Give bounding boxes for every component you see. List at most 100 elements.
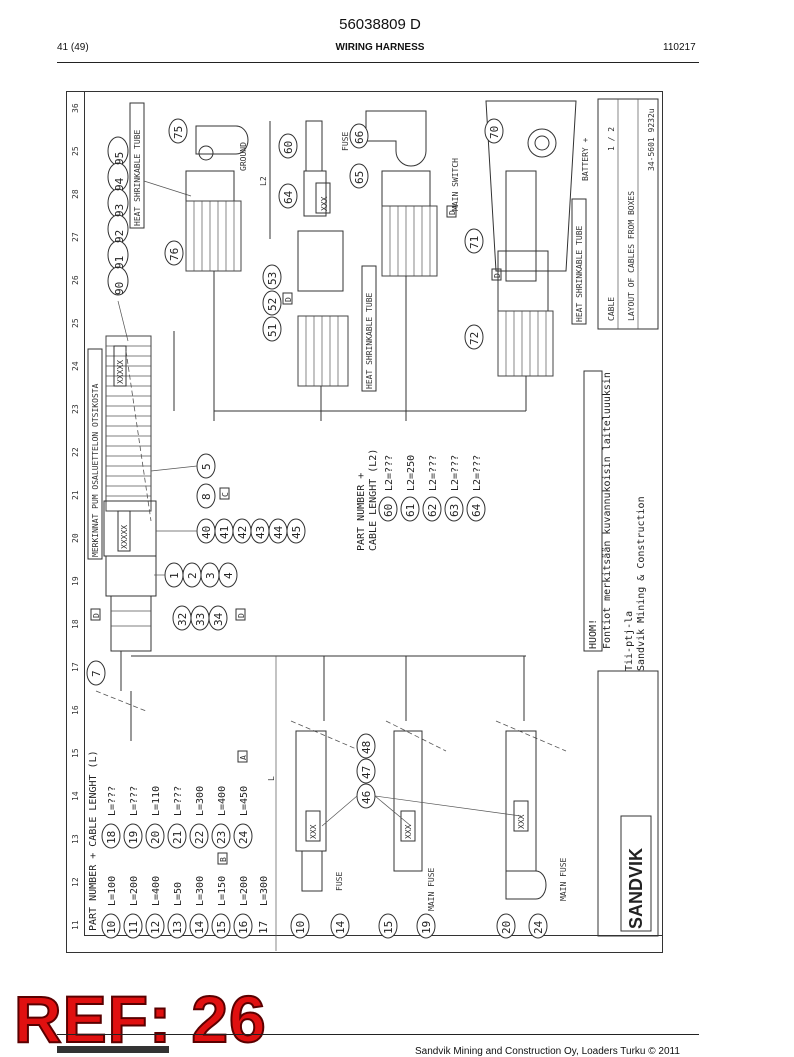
svg-text:L2=250: L2=250 <box>406 455 417 491</box>
svg-text:20: 20 <box>149 831 162 844</box>
svg-text:70: 70 <box>488 126 501 139</box>
svg-text:41: 41 <box>218 526 231 539</box>
callouts-90-95: 90 91 92 93 94 95 <box>107 136 129 342</box>
svg-text:D: D <box>92 613 101 618</box>
svg-text:MAIN FUSE: MAIN FUSE <box>427 867 436 911</box>
svg-text:L=300: L=300 <box>195 876 206 906</box>
svg-text:34-5601 9232u: 34-5601 9232u <box>647 108 656 171</box>
svg-text:L2=???: L2=??? <box>428 455 439 491</box>
svg-text:13: 13 <box>171 921 184 934</box>
battery-terminal: 70 BATTERY + 71 D 72 HEAT SHRINKABLE TUB… <box>464 100 590 411</box>
svg-text:43: 43 <box>254 526 267 539</box>
svg-text:L=???: L=??? <box>129 786 140 816</box>
svg-text:1 / 2: 1 / 2 <box>607 127 616 151</box>
svg-text:25: 25 <box>71 146 80 156</box>
svg-text:19: 19 <box>420 921 433 934</box>
svg-text:65: 65 <box>353 171 366 184</box>
svg-text:CABLE LENGHT (L2): CABLE LENGHT (L2) <box>368 449 379 551</box>
svg-text:61: 61 <box>404 504 417 517</box>
svg-text:L2=???: L2=??? <box>384 455 395 491</box>
svg-text:71: 71 <box>468 236 481 249</box>
svg-text:MAIN SWITCH: MAIN SWITCH <box>451 158 460 211</box>
page-info: 41 (49) <box>57 42 89 53</box>
marking-label: MERKINNAT PUM OSALUETTELON OTSIKOSTA <box>91 383 100 557</box>
svg-text:L2=???: L2=??? <box>450 455 461 491</box>
svg-text:28: 28 <box>71 189 80 199</box>
footer-rule <box>57 1034 699 1035</box>
svg-text:PART NUMBER + CABLE LENGHT (L): PART NUMBER + CABLE LENGHT (L) <box>88 750 99 931</box>
svg-text:19: 19 <box>71 576 80 586</box>
svg-text:53: 53 <box>266 272 279 285</box>
svg-text:33: 33 <box>194 613 207 626</box>
inner-frame <box>84 91 663 936</box>
ground-terminal: 75 76 GROUND <box>164 118 249 421</box>
svg-text:10: 10 <box>105 921 118 934</box>
svg-text:94: 94 <box>113 177 126 191</box>
svg-text:27: 27 <box>71 232 80 242</box>
svg-text:FUSE: FUSE <box>335 872 344 891</box>
svg-text:48: 48 <box>360 741 373 754</box>
svg-text:L=400: L=400 <box>217 786 228 816</box>
section-title: WIRING HARNESS <box>335 42 425 53</box>
svg-text:51: 51 <box>266 324 279 337</box>
svg-text:46: 46 <box>360 791 373 804</box>
svg-text:21: 21 <box>71 490 80 500</box>
svg-text:L=200: L=200 <box>129 876 140 906</box>
svg-text:Tii-ptj-la: Tii-ptj-la <box>624 611 635 671</box>
svg-text:A: A <box>239 755 248 760</box>
svg-text:66: 66 <box>353 131 366 144</box>
svg-text:32: 32 <box>176 613 189 626</box>
svg-text:95: 95 <box>113 152 126 165</box>
svg-text:19: 19 <box>127 831 140 844</box>
notes-block: HUOM! Fontiot merkitsään kuvannukoisin l… <box>583 370 647 671</box>
l2-length-table: PART NUMBER + CABLE LENGHT (L2) 60 61 62… <box>356 449 486 551</box>
svg-text:62: 62 <box>426 504 439 517</box>
doc-number: 56038809 D <box>339 16 421 33</box>
svg-text:LAYOUT OF CABLES FROM BOXES: LAYOUT OF CABLES FROM BOXES <box>627 191 636 321</box>
svg-text:20: 20 <box>71 533 80 543</box>
svg-text:L=50: L=50 <box>173 882 184 906</box>
svg-text:91: 91 <box>113 256 126 269</box>
svg-text:PART NUMBER +: PART NUMBER + <box>356 473 367 551</box>
main-switch-assembly: 66 65 MAIN SWITCH D HEAT SHRINKABLE TUBE <box>349 110 460 421</box>
svg-text:L=150: L=150 <box>217 876 228 906</box>
svg-text:63: 63 <box>448 504 461 517</box>
svg-text:XXXXX: XXXXX <box>120 525 129 549</box>
svg-text:24: 24 <box>532 920 545 934</box>
svg-text:7: 7 <box>90 670 103 677</box>
svg-text:13: 13 <box>71 834 80 844</box>
fuse-l2-assembly: L2 60 64 XXX FUSE 51 52 53 D <box>259 120 350 421</box>
lower-fuse-assemblies: XXX FUSE 10 14 XXX MAIN FUSE 15 19 XXX M… <box>290 720 568 939</box>
svg-text:L2=???: L2=??? <box>472 455 483 491</box>
svg-text:2: 2 <box>186 572 199 579</box>
svg-text:40: 40 <box>200 526 213 539</box>
svg-text:L2: L2 <box>259 176 268 186</box>
svg-text:8: 8 <box>200 493 213 500</box>
svg-text:MAIN FUSE: MAIN FUSE <box>559 857 568 901</box>
heat-tube-label-1: HEAT SHRINKABLE TUBE <box>133 129 142 226</box>
svg-text:15: 15 <box>382 921 395 934</box>
svg-text:C: C <box>221 492 230 497</box>
svg-text:3: 3 <box>204 572 217 579</box>
svg-text:5: 5 <box>200 463 213 470</box>
svg-text:72: 72 <box>468 332 481 345</box>
svg-text:60: 60 <box>382 504 395 517</box>
svg-text:16: 16 <box>237 921 250 934</box>
svg-text:L=???: L=??? <box>173 786 184 816</box>
title-block: CABLE LAYOUT OF CABLES FROM BOXES 34-560… <box>597 98 659 937</box>
svg-text:HUOM!: HUOM! <box>588 619 599 649</box>
svg-text:17: 17 <box>257 921 270 934</box>
svg-text:FUSE: FUSE <box>341 132 350 151</box>
svg-text:12: 12 <box>149 921 162 934</box>
svg-text:D: D <box>237 613 246 618</box>
footer-text: Sandvik Mining and Construction Oy, Load… <box>415 1046 680 1057</box>
svg-text:10: 10 <box>294 921 307 934</box>
svg-text:17: 17 <box>71 662 80 672</box>
svg-text:GROUND: GROUND <box>239 142 248 171</box>
svg-text:XXX: XXX <box>309 824 318 839</box>
svg-text:26: 26 <box>71 275 80 285</box>
footer-logo <box>57 1046 169 1053</box>
svg-text:20: 20 <box>500 921 513 934</box>
svg-text:23: 23 <box>215 831 228 844</box>
header-rule <box>57 62 699 63</box>
